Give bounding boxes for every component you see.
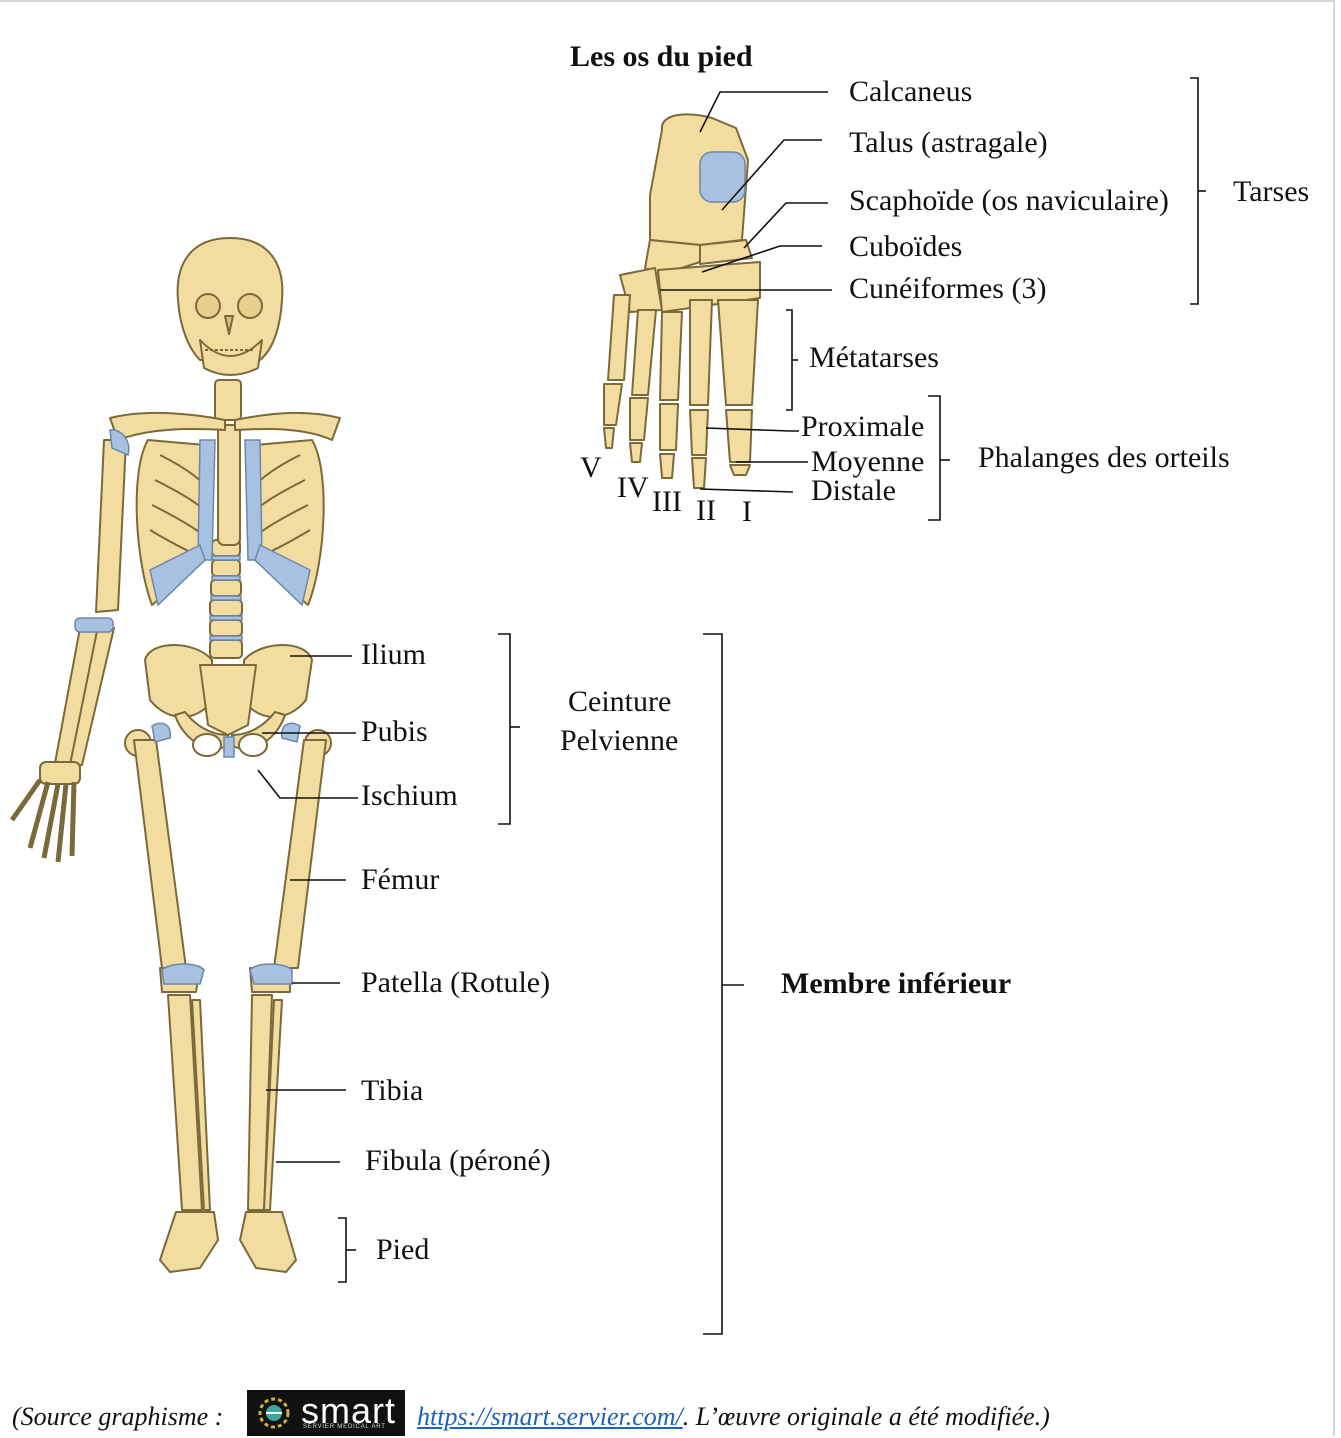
toe-numeral-iv: IV [617, 473, 649, 503]
label-metatarses: Métatarses [809, 343, 939, 373]
footer-source-link[interactable]: https://smart.servier.com/ [417, 1402, 683, 1431]
footer-source-suffix: . L’œuvre originale a été modifiée.) [683, 1402, 1050, 1431]
legs [125, 730, 331, 1272]
label-tarses: Tarses [1233, 177, 1309, 207]
toe-numeral-ii: II [696, 496, 716, 526]
arm [12, 440, 126, 862]
label-scaphoide: Scaphoïde (os naviculaire) [849, 186, 1169, 216]
label-pied: Pied [376, 1235, 429, 1265]
label-fibula: Fibula (péroné) [365, 1146, 551, 1176]
skull [178, 238, 283, 375]
label-membre-inferieur: Membre inférieur [781, 969, 1011, 999]
footer-source-prefix: (Source graphisme : [12, 1404, 223, 1430]
label-calcaneus: Calcaneus [849, 77, 972, 107]
label-talus: Talus (astragale) [849, 128, 1048, 158]
label-cuneiformes: Cunéiformes (3) [849, 274, 1046, 304]
smart-logo-tagline: SERVIER MEDICAL ART [303, 1424, 386, 1430]
talus-cartilage [700, 152, 745, 202]
smart-logo[interactable]: smart SERVIER MEDICAL ART [247, 1390, 405, 1436]
smart-logo-icon [251, 1390, 297, 1436]
label-proximale: Proximale [801, 412, 924, 442]
label-cuboides: Cuboïdes [849, 232, 962, 262]
label-tibia: Tibia [361, 1076, 423, 1106]
label-moyenne: Moyenne [811, 447, 924, 477]
label-distale: Distale [811, 476, 896, 506]
footer-source-rest: https://smart.servier.com/. L’œuvre orig… [417, 1404, 1050, 1430]
toe-numeral-v: V [580, 453, 602, 483]
label-ischium: Ischium [361, 781, 458, 811]
label-phalanges: Phalanges des orteils [978, 443, 1230, 473]
label-ilium: Ilium [361, 640, 426, 670]
label-pubis: Pubis [361, 717, 428, 747]
label-ceinture-line1: Ceinture [568, 687, 671, 717]
label-femur: Fémur [361, 865, 439, 895]
label-patella: Patella (Rotule) [361, 968, 550, 998]
label-ceinture-line2: Pelvienne [560, 726, 678, 756]
toe-numeral-iii: III [652, 487, 682, 517]
foot-title: Les os du pied [570, 42, 753, 72]
toe-numeral-i: I [742, 497, 752, 527]
